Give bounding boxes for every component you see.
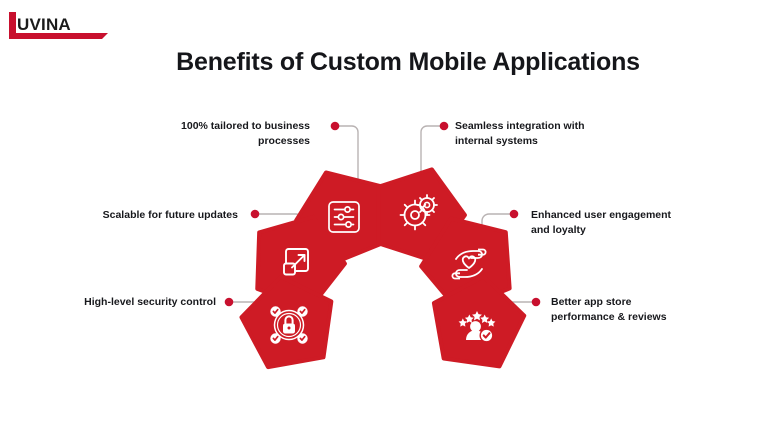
benefit-label-scalable: Scalable for future updates xyxy=(102,209,238,221)
dot-security xyxy=(224,297,234,307)
pentagon-security xyxy=(239,274,334,370)
dot-seamless xyxy=(439,121,449,131)
benefit-label-reviews: Better app store performance & reviews xyxy=(551,296,667,323)
page-title: Benefits of Custom Mobile Applications xyxy=(176,48,640,76)
dot-reviews xyxy=(531,297,541,307)
luvina-logo: UVINA xyxy=(8,10,118,42)
svg-text:UVINA: UVINA xyxy=(17,15,71,34)
benefit-label-seamless: Seamless integration with internal syste… xyxy=(455,120,585,147)
dot-tailored xyxy=(330,121,340,131)
connector-seamless xyxy=(420,125,441,193)
benefit-node-security[interactable] xyxy=(235,272,334,374)
benefit-label-security: High-level security control xyxy=(84,296,216,308)
connector-enhanced xyxy=(481,213,511,246)
luvina-logo-icon: UVINA xyxy=(9,12,108,39)
benefit-node-reviews[interactable] xyxy=(431,271,532,376)
dot-scalable xyxy=(250,209,260,219)
connector-tailored xyxy=(338,125,359,193)
benefit-label-enhanced: Enhanced user engagement and loyalty xyxy=(531,209,672,236)
dot-enhanced xyxy=(509,209,519,219)
connector-dots xyxy=(224,121,541,307)
pentagon-reviews xyxy=(431,274,527,369)
benefit-label-tailored: 100% tailored to business processes xyxy=(181,120,310,147)
